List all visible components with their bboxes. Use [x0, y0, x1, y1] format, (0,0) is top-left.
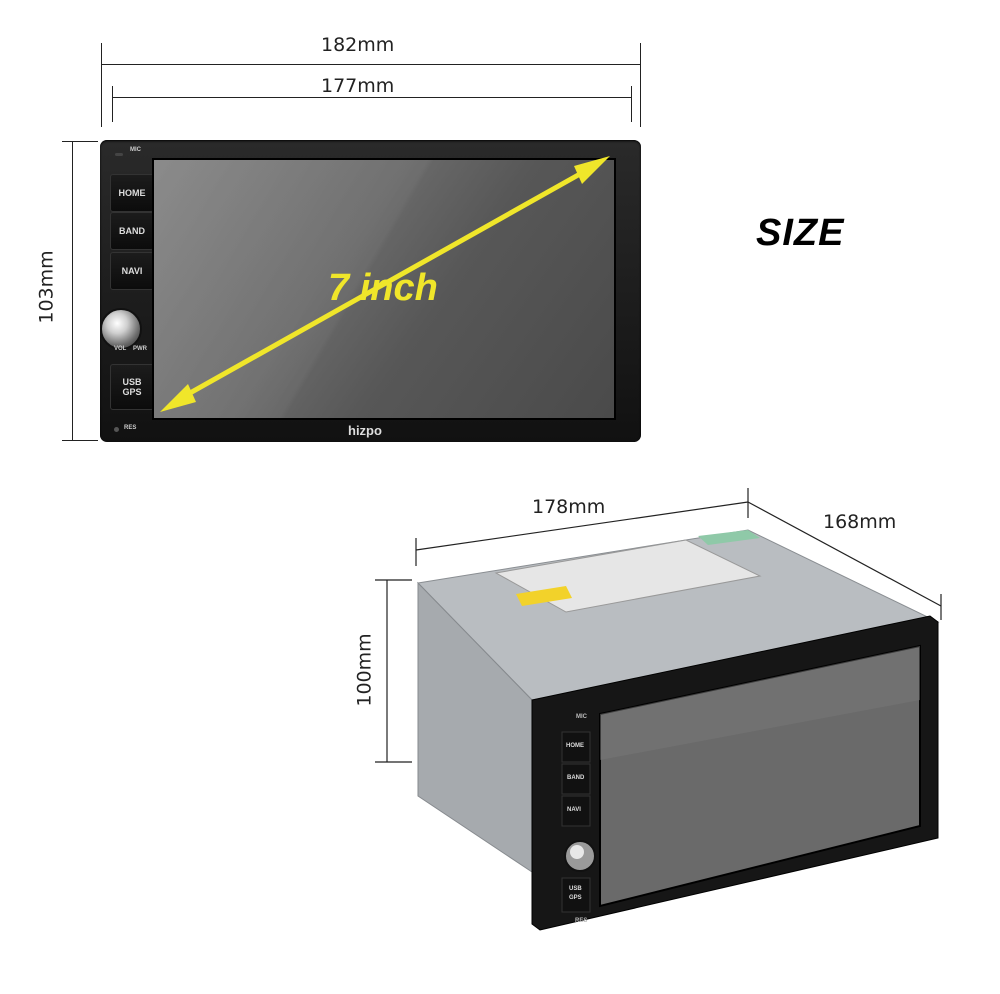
dim-168-label: 168mm	[823, 511, 897, 533]
dim-182-tick-left	[101, 43, 102, 127]
dim-177-line	[112, 97, 631, 98]
green-edge-label	[698, 530, 760, 545]
warning-sticker	[516, 586, 572, 606]
side-mic-label: MIC	[576, 714, 587, 720]
dim-177-tick-left	[112, 86, 113, 122]
dim-103-tick-bottom	[62, 440, 98, 441]
side-home-label: HOME	[566, 743, 584, 749]
vol-label: VOL	[114, 346, 127, 352]
arrow-head-bottom-left	[160, 384, 196, 412]
dim-103-line	[72, 141, 73, 441]
dim-103-tick-top	[62, 141, 98, 142]
brand-logo: hizpo	[348, 423, 382, 438]
side-res-label: RES	[575, 918, 588, 924]
dim-178-label: 178mm	[532, 496, 606, 518]
side-knob-highlight	[570, 845, 584, 859]
side-gps-label: GPS	[569, 895, 582, 901]
pwr-label: PWR	[133, 346, 147, 352]
dim-168-line	[747, 501, 942, 607]
dim-177-label: 177mm	[321, 75, 395, 97]
dim-177-tick-right	[631, 86, 632, 122]
screen-size-label: 7 inch	[328, 267, 438, 309]
dim-182-line	[101, 64, 641, 65]
dim-182-tick-right	[640, 43, 641, 127]
size-title: SIZE	[756, 212, 845, 254]
mic-label: MIC	[130, 147, 141, 153]
dim-178-line	[415, 501, 749, 551]
side-usb-label: USB	[569, 886, 582, 892]
usb-label: USB	[122, 377, 142, 387]
res-label: RES	[124, 425, 137, 431]
gps-label: GPS	[122, 387, 142, 397]
usb-gps-button[interactable]: USB GPS	[110, 364, 154, 410]
side-home-button	[561, 731, 591, 763]
front-screen	[152, 158, 616, 420]
dim-182-label: 182mm	[321, 34, 395, 56]
screen-reflection	[154, 160, 614, 418]
res-hole	[114, 427, 119, 432]
volume-knob[interactable]	[100, 308, 142, 350]
side-navi-button	[561, 795, 591, 827]
mic-hole	[115, 153, 123, 156]
side-usb-gps-button	[561, 877, 591, 913]
side-band-label: BAND	[567, 775, 585, 781]
side-screen-shine	[600, 646, 920, 760]
arrow-head-top-right	[574, 156, 610, 184]
side-band-button	[561, 763, 591, 795]
side-navi-label: NAVI	[567, 807, 581, 813]
diagonal-arrow-line	[172, 162, 598, 405]
